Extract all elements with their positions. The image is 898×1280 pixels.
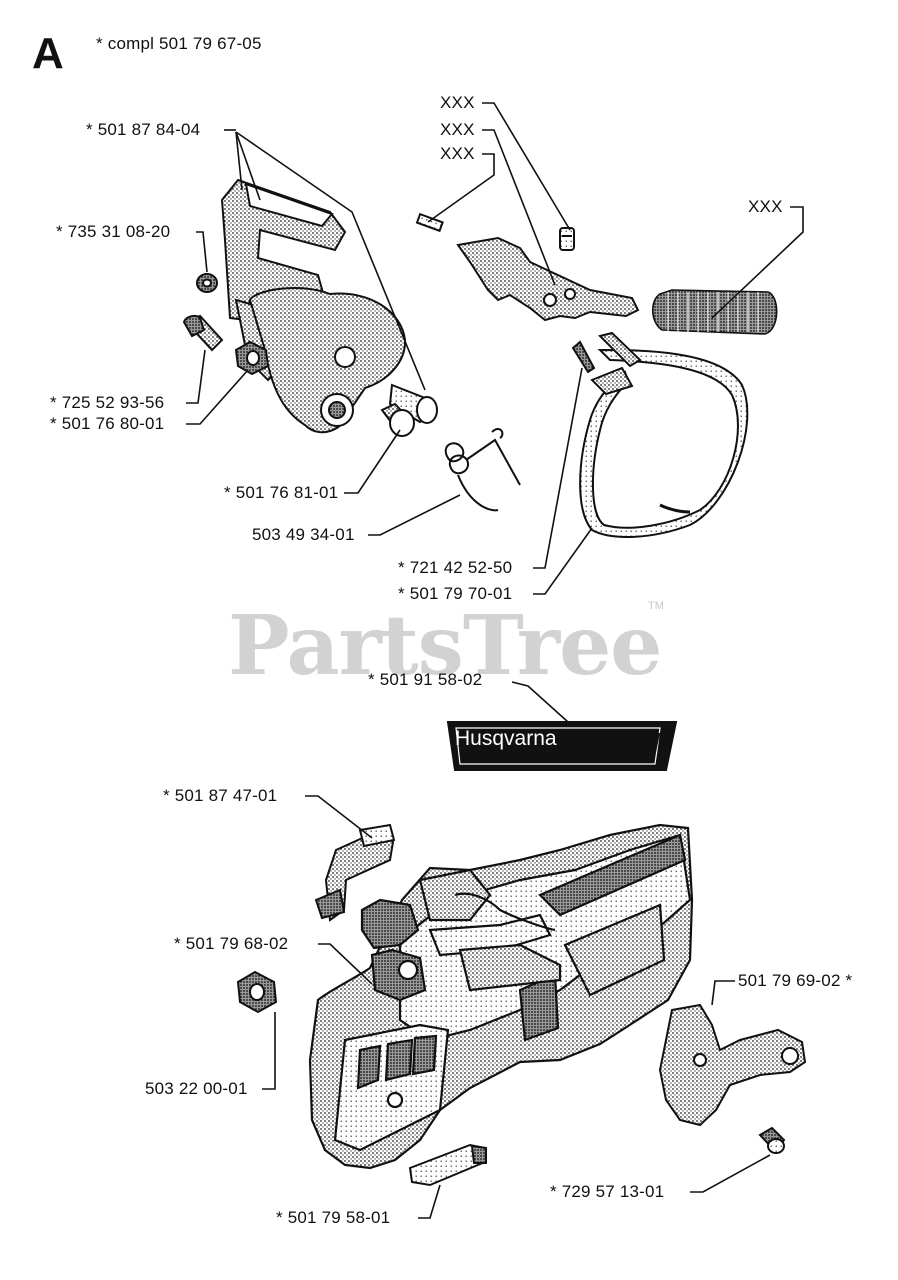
part-label-xxx-3: XXX <box>440 144 475 163</box>
part-label-501797001: * 501 79 70-01 <box>398 584 513 603</box>
coil-spring <box>651 289 778 335</box>
part-label-501796902: 501 79 69-02 * <box>738 971 853 990</box>
assembly-label: * compl 501 79 67-05 <box>96 34 262 53</box>
part-label-501768001: * 501 76 80-01 <box>50 414 165 433</box>
screw <box>182 314 224 352</box>
part-label-501878404: * 501 87 84-04 <box>86 120 201 139</box>
cover-slider <box>408 1143 487 1187</box>
pivot-pin <box>388 383 438 424</box>
part-label-501874701: * 501 87 47-01 <box>163 786 278 805</box>
part-label-725529356: * 725 52 93-56 <box>50 393 165 412</box>
part-label-xxx-4: XXX <box>748 197 783 216</box>
husqvarna-decal <box>446 721 678 771</box>
watermark-trademark: TM <box>648 600 664 612</box>
part-label-xxx-2: XXX <box>440 120 475 139</box>
part-label-501796802: * 501 79 68-02 <box>174 934 289 953</box>
rivet <box>571 340 596 374</box>
bushing <box>380 402 415 437</box>
watermark: PartsTree <box>228 598 662 694</box>
decal-brand-text: Husqvarna <box>455 727 557 750</box>
brake-latch <box>415 212 640 322</box>
nut <box>234 340 270 376</box>
brake-lever-body <box>248 287 407 434</box>
leader-lines <box>186 102 804 1219</box>
washer <box>196 273 218 293</box>
part-label-721425250: * 721 42 52-50 <box>398 558 513 577</box>
part-label-501915802: * 501 91 58-02 <box>368 670 483 689</box>
part-label-735310820: * 735 31 08-20 <box>56 222 171 241</box>
catcher-screw <box>758 1126 786 1154</box>
part-label-501768101: * 501 76 81-01 <box>224 483 339 502</box>
bar-nut <box>236 970 278 1014</box>
part-label-501795801: * 501 79 58-01 <box>276 1208 391 1227</box>
part-label-729571301: * 729 57 13-01 <box>550 1182 665 1201</box>
part-label-503220001: 503 22 00-01 <box>145 1079 248 1098</box>
chain-catcher <box>658 1003 807 1127</box>
part-label-503493401: 503 49 34-01 <box>252 525 355 544</box>
brake-band <box>579 331 749 538</box>
torsion-spring <box>444 428 521 512</box>
latch-screw <box>559 227 575 251</box>
clutch-cover <box>308 823 694 1170</box>
section-letter: A <box>32 29 64 78</box>
cover-plate <box>314 823 396 922</box>
part-label-xxx-1: XXX <box>440 93 475 112</box>
